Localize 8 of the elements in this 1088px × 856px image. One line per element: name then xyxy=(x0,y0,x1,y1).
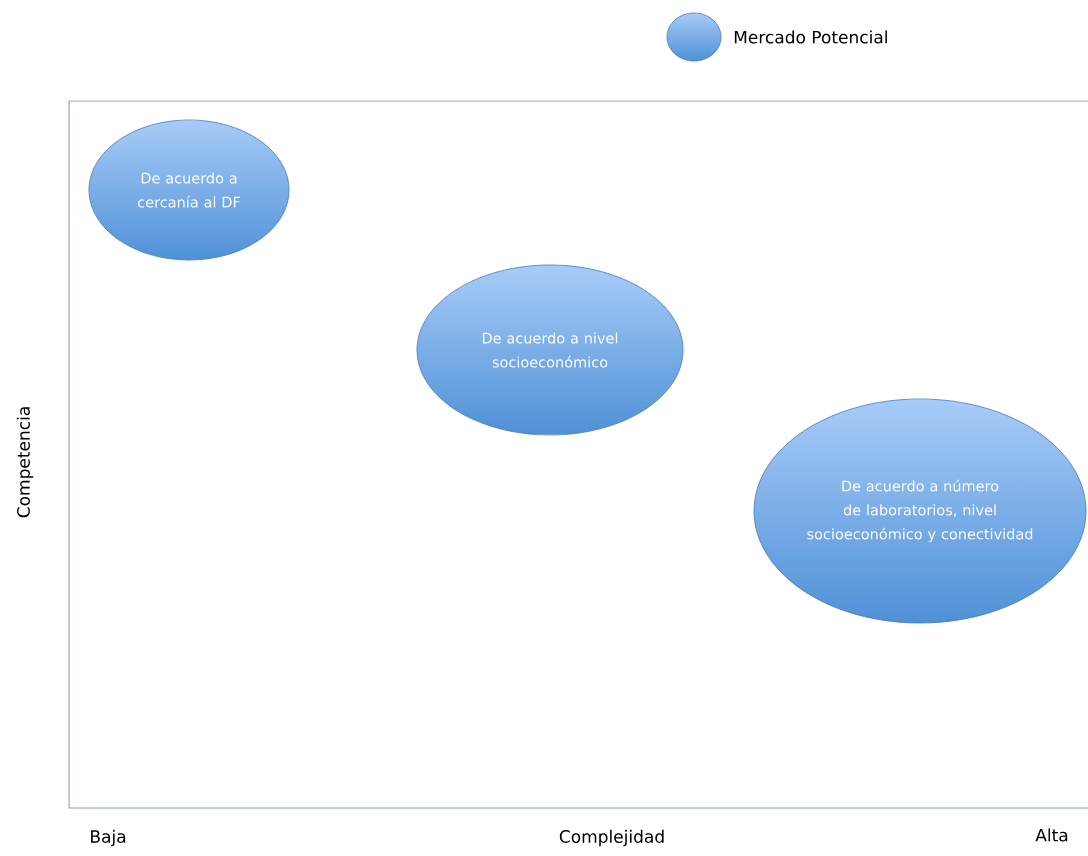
axis-label: Baja xyxy=(91,829,126,847)
axis-label: Competencia xyxy=(16,407,34,518)
node-text: De acuerdo a cercanía al DF xyxy=(138,172,240,208)
axis-label: Alta xyxy=(1035,828,1068,842)
legend-label: Mercado Potencial xyxy=(734,30,887,44)
node-text: De acuerdo a nivel socioeconómico xyxy=(482,332,618,368)
axis-label: Complejidad xyxy=(559,829,664,847)
node-text: De acuerdo a número de laboratorios, nivel socioeconómico y conectividad xyxy=(807,479,1033,543)
